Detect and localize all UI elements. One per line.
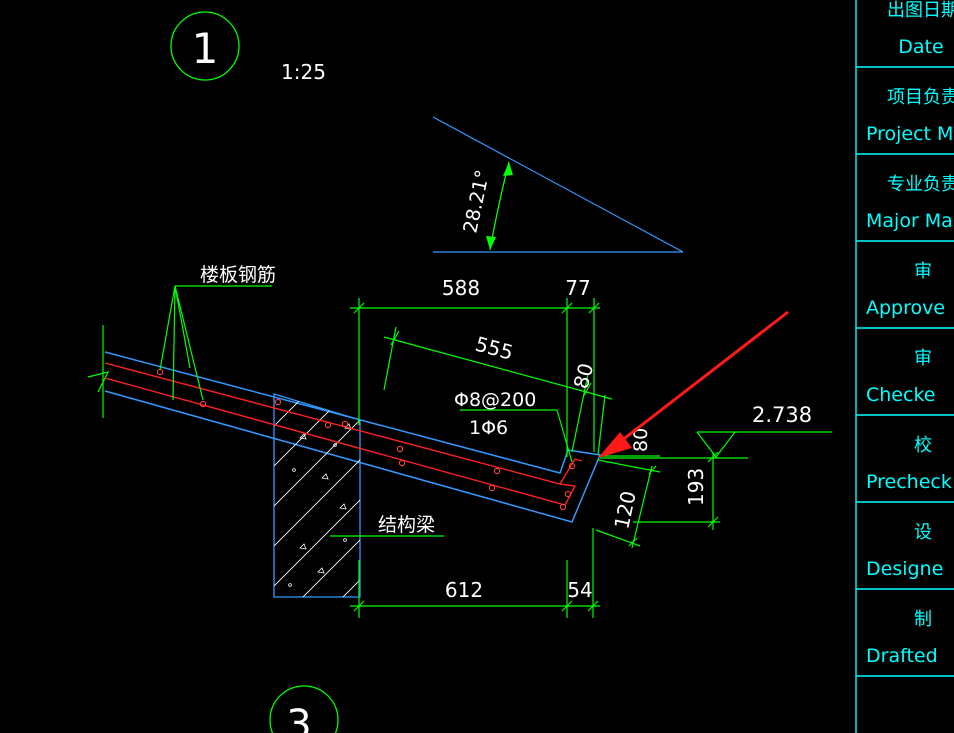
title-block-row: 校 Precheck (856, 435, 954, 503)
slab-rebar-label: 楼板钢筋 (200, 264, 276, 286)
elevation-marker (696, 431, 832, 458)
title-block-cn-label: 专业负责 (887, 174, 954, 195)
title-block-cn-label: 设 (914, 522, 932, 543)
dimension-bottom (350, 528, 600, 618)
dim-80-right: 80 (630, 428, 652, 452)
slope-angle-triangle: 28.21° (432, 116, 684, 253)
title-block-en-label: Major Ma (866, 210, 953, 232)
dim-555: 555 (473, 332, 516, 365)
angle-label: 28.21° (459, 168, 494, 235)
dim-77: 77 (565, 276, 590, 300)
title-block-row: 设 Designe (856, 522, 954, 590)
dimension-slope (383, 326, 613, 456)
title-block-en-label: Approve (866, 297, 945, 319)
slab-outline (87, 325, 602, 523)
elevation-value: 2.738 (752, 403, 812, 427)
annotation-rebar-spec: Φ8@200 1Φ6 (454, 389, 573, 463)
title-block-cn-label: 项目负责 (887, 87, 954, 108)
title-block-cn-label: 审 (914, 348, 932, 369)
title-block: 出图日期 Date 项目负责 Project M 专业负责 Major Ma 审 Approv… (855, 0, 954, 733)
dim-193: 193 (684, 468, 708, 506)
title-block-cn-label: 出图日期 (887, 0, 954, 21)
red-pointer-arrow (598, 310, 789, 458)
title-block-en-label: Project M (866, 123, 953, 145)
next-detail-number: 3 (286, 702, 311, 733)
dim-612: 612 (445, 578, 483, 602)
structural-beam (273, 393, 361, 598)
scale-label: 1:25 (281, 60, 326, 84)
dimension-right (595, 451, 748, 549)
title-block-row: 制 Drafted (856, 609, 954, 677)
dim-54: 54 (567, 578, 592, 602)
dim-120: 120 (609, 489, 640, 531)
structural-beam-label: 结构梁 (378, 514, 435, 536)
title-block-en-label: Checke (866, 384, 935, 406)
title-block-row: 专业负责 Major Ma (856, 174, 954, 242)
dim-588: 588 (442, 276, 480, 300)
title-block-cn-label: 制 (914, 609, 932, 630)
title-block-en-label: Drafted (866, 645, 938, 667)
detail-bubble-1: 1 (170, 11, 240, 81)
title-block-en-label: Date (898, 36, 943, 58)
detail-number: 1 (192, 24, 219, 73)
title-block-cn-label: 审 (914, 261, 932, 282)
title-block-row: 出图日期 Date (856, 0, 954, 68)
dimension-top (350, 298, 600, 457)
title-block-row: 项目负责 Project M (856, 87, 954, 155)
annotation-structural-beam: 结构梁 (330, 514, 444, 537)
title-block-en-label: Precheck (866, 471, 952, 493)
title-block-cn-label: 校 (914, 435, 932, 456)
annotation-slab-rebar: 楼板钢筋 (159, 264, 276, 401)
rebar-spec-1: Φ8@200 (454, 389, 536, 411)
title-block-row: 审 Approve (856, 261, 954, 329)
title-block-en-label: Designe (866, 558, 943, 580)
title-block-row: 审 Checke (856, 348, 954, 416)
detail-bubble-3: 3 (269, 685, 339, 733)
rebar-spec-2: 1Φ6 (469, 417, 508, 439)
